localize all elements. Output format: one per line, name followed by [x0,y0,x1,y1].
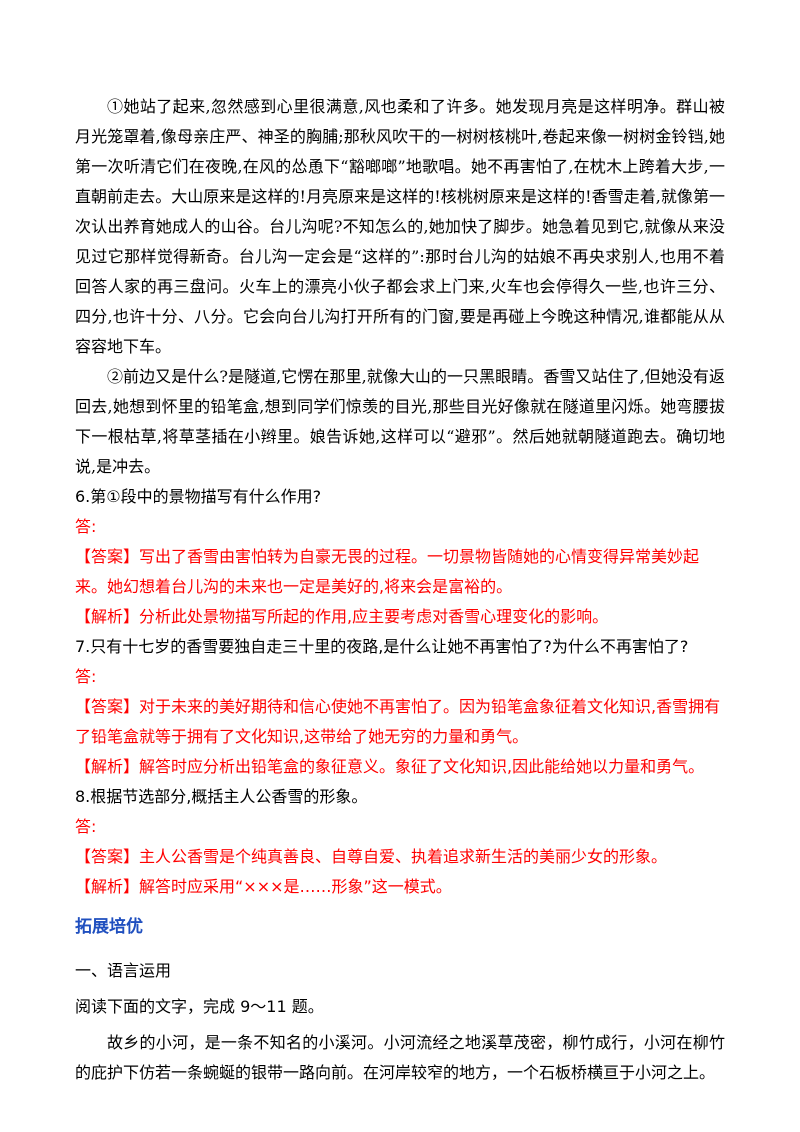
answer-text: 【答案】对于未来的美好期待和信心使她不再害怕了。因为铅笔盒象征着文化知识,香雪拥… [75,697,721,746]
question-text: 7.只有十七岁的香雪要独自走三十里的夜路,是什么让她不再害怕了?为什么不再害怕了… [75,637,689,656]
question-text: 8.根据节选部分,概括主人公香雪的形象。 [75,787,368,806]
answer-text: 【答案】写出了香雪由害怕转为自豪无畏的过程。一切景物皆随她的心情变得异常美妙起来… [75,547,700,596]
answer-text: 【答案】主人公香雪是个纯真善良、自尊自爱、执着追求新生活的美丽少女的形象。 [75,847,668,866]
analysis-text: 【解析】解答时应采用“×××是……形象”这一模式。 [75,877,452,896]
document-page: ①她站了起来,忽然感到心里很满意,风也柔和了许多。她发现月亮是这样明净。群山被月… [75,92,725,1088]
question-8-block: 8.根据节选部分,概括主人公香雪的形象。 答: 【答案】主人公香雪是个纯真善良、… [75,782,725,902]
analysis-text: 【解析】分析此处景物描写所起的作用,应主要考虑对香雪心理变化的影响。 [75,607,609,626]
question-7-block: 7.只有十七岁的香雪要独自走三十里的夜路,是什么让她不再害怕了?为什么不再害怕了… [75,632,725,782]
question-text: 6.第①段中的景物描写有什么作用? [75,487,322,506]
answer-label: 答: [75,817,97,836]
answer-label: 答: [75,667,97,686]
subsection-title: 一、语言运用 [75,961,172,980]
answer-label: 答: [75,517,97,536]
reading-instruction: 阅读下面的文字，完成 9～11 题。 [75,997,324,1016]
section-title: 拓展培优 [75,917,143,937]
question-6-block: 6.第①段中的景物描写有什么作用? 答: 【答案】写出了香雪由害怕转为自豪无畏的… [75,482,725,632]
passage-paragraph-2: ②前边又是什么?是隧道,它愣在那里,就像大山的一只黑眼睛。香雪又站住了,但她没有… [75,367,725,476]
analysis-text: 【解析】解答时应分析出铅笔盒的象征意义。象征了文化知识,因此能给她以力量和勇气。 [75,757,705,776]
extension-paragraph: 故乡的小河，是一条不知名的小溪河。小河流经之地溪草茂密，柳竹成行，小河在柳竹的庇… [75,1033,725,1082]
passage-paragraph-1: ①她站了起来,忽然感到心里很满意,风也柔和了许多。她发现月亮是这样明净。群山被月… [75,97,725,356]
